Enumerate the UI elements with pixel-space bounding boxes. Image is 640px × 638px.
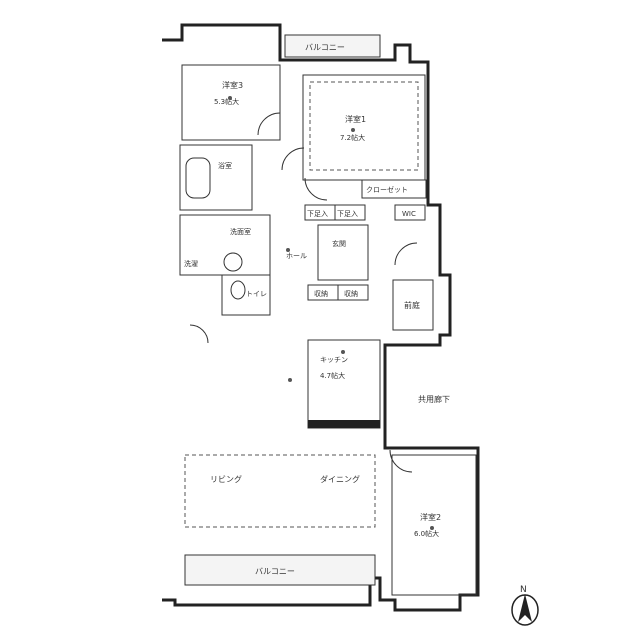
room-western-3: 洋室3 5.3帖大: [181, 64, 281, 141]
closet-label: クローゼット: [366, 185, 408, 194]
door-swing-icon: [189, 112, 418, 473]
storage-label-2: 収納: [344, 289, 358, 298]
laundry-label: 洗濯: [184, 259, 198, 268]
storage-label-1: 収納: [314, 289, 328, 298]
corridor: 共用廊下: [418, 394, 450, 404]
north-arrow-icon: N: [511, 585, 539, 626]
hall: ホール: [286, 252, 307, 260]
room-western-3-size: 5.3帖大: [214, 97, 239, 106]
washroom: 洗面室 洗濯: [179, 214, 271, 276]
room-western-2: 洋室2 6.0帖大: [391, 454, 477, 596]
room-western-1-name: 洋室1: [345, 114, 366, 124]
washroom-label: 洗面室: [230, 227, 251, 236]
bathroom-label: 浴室: [218, 161, 232, 170]
entrance-label: 玄関: [332, 239, 346, 248]
room-western-2-size: 6.0帖大: [414, 529, 439, 538]
room-western-1: 洋室1 7.2帖大: [302, 74, 426, 181]
north-label: N: [520, 585, 527, 595]
toilet: トイレ: [221, 274, 271, 316]
shoebox-label-1: 下足入: [307, 210, 328, 218]
kitchen-name: キッチン: [320, 356, 348, 364]
fixture-dots: [228, 96, 434, 530]
hall-label: ホール: [286, 252, 307, 260]
porch-label: 前庭: [404, 300, 420, 310]
balcony-top-label: バルコニー: [305, 43, 345, 52]
balcony-bottom-label: バルコニー: [255, 567, 295, 576]
outer-walls: [162, 23, 480, 612]
toilet-label: トイレ: [246, 290, 267, 298]
room-western-2-name: 洋室2: [420, 512, 441, 522]
kitchen-size: 4.7帖大: [320, 371, 345, 380]
shoebox-label-2: 下足入: [337, 210, 358, 218]
dining-label: ダイニング: [320, 474, 360, 484]
porch: 前庭: [392, 279, 434, 331]
living-label: リビング: [210, 474, 242, 484]
kitchen: キッチン 4.7帖大: [307, 339, 381, 429]
room-western-1-size: 7.2帖大: [340, 133, 365, 142]
balcony-bottom: バルコニー: [184, 554, 376, 586]
bathroom: 浴室: [179, 144, 253, 211]
storage-units: 下足入 下足入 WIC 収納 収納: [304, 204, 426, 301]
living-dining: リビング ダイニング: [184, 454, 376, 528]
wic-label: WIC: [402, 210, 416, 218]
room-western-3-name: 洋室3: [222, 80, 243, 90]
balcony-top: バルコニー: [284, 34, 381, 58]
closet: クローゼット: [361, 179, 427, 199]
entrance: 玄関: [317, 224, 369, 281]
corridor-label: 共用廊下: [418, 394, 450, 404]
